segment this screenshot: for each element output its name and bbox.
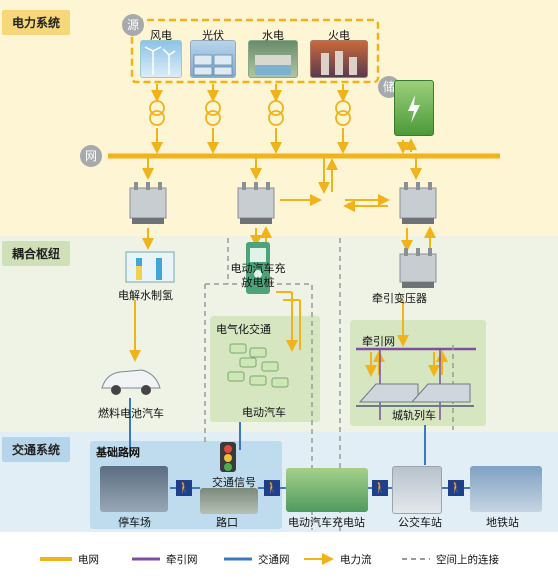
- power-section-title: 电力系统: [2, 10, 71, 35]
- coupling-section-title: 耦合枢纽: [2, 241, 71, 266]
- ev-fleet-icon: [226, 340, 296, 392]
- traffic-section-title: 交通系统: [2, 437, 71, 462]
- wind-icon: [140, 40, 182, 78]
- rail-train-icon: [356, 376, 474, 410]
- walk-icon: 🚶: [264, 480, 280, 496]
- battery-icon: [394, 80, 434, 136]
- thermal-icon: [310, 40, 368, 78]
- source-box: [130, 18, 380, 84]
- legend-traffic-label: 交通网: [258, 554, 290, 566]
- legend-power-flow-label: 电力流: [340, 554, 372, 566]
- legend-spatial-label: 空间上的连接: [436, 554, 499, 566]
- legend-traction-label: 牵引网: [166, 554, 198, 566]
- electrified-traffic-label: 电气化交通: [216, 323, 271, 336]
- walk-icon: 🚶: [448, 480, 464, 496]
- infra-network-label: 基础路网: [96, 446, 140, 459]
- ev-label: 电动汽车: [242, 406, 286, 419]
- power-band: [0, 0, 558, 236]
- hydro-label: 水电: [262, 29, 284, 42]
- subway-station-label: 地铁站: [486, 516, 519, 529]
- thermal-label: 火电: [328, 29, 350, 42]
- hydro-icon: [248, 40, 298, 78]
- intersection-icon: [200, 488, 258, 514]
- parking-label: 停车场: [118, 516, 151, 529]
- intersection-label: 路口: [216, 516, 238, 529]
- ev-charger-label: 电动汽车充放电桩: [230, 262, 286, 289]
- fuel-cell-car-label: 燃料电池汽车: [98, 407, 164, 420]
- solar-icon: [190, 40, 236, 78]
- traction-transformer-icon: [392, 248, 444, 292]
- traction-network-label: 牵引网: [362, 335, 395, 348]
- bus-station-label: 公交车站: [398, 516, 442, 529]
- ev-station-label: 电动汽车充电站: [288, 516, 365, 529]
- grid-tag: 网: [80, 145, 102, 167]
- transformer-rail-icon: [392, 180, 444, 228]
- wind-label: 风电: [150, 29, 172, 42]
- solar-label: 光伏: [202, 29, 224, 42]
- ev-charger-icon: [242, 240, 274, 298]
- electrolysis-label: 电解水制氢: [118, 289, 173, 302]
- source-tag: 源: [122, 14, 144, 36]
- rail-train-label: 城轨列车: [392, 409, 436, 422]
- transformer-ev-icon: [230, 180, 282, 228]
- ev-charger-label-line1: 电动汽车充放电桩: [228, 262, 288, 290]
- bus-station-icon: [392, 466, 442, 514]
- walk-icon: 🚶: [176, 480, 192, 496]
- walk-icon: 🚶: [372, 480, 388, 496]
- subway-station-icon: [470, 466, 542, 512]
- parking-icon: [100, 466, 168, 512]
- fuel-cell-car-icon: [98, 360, 164, 398]
- traffic-light-icon: [218, 442, 238, 476]
- traffic-signal-label: 交通信号: [212, 476, 256, 489]
- ev-station-icon: [286, 468, 368, 512]
- traction-transformer-label: 牵引变压器: [372, 292, 427, 305]
- transformer-h2-icon: [122, 180, 174, 228]
- legend-grid-label: 电网: [78, 554, 99, 566]
- electrolysis-icon: [122, 248, 178, 286]
